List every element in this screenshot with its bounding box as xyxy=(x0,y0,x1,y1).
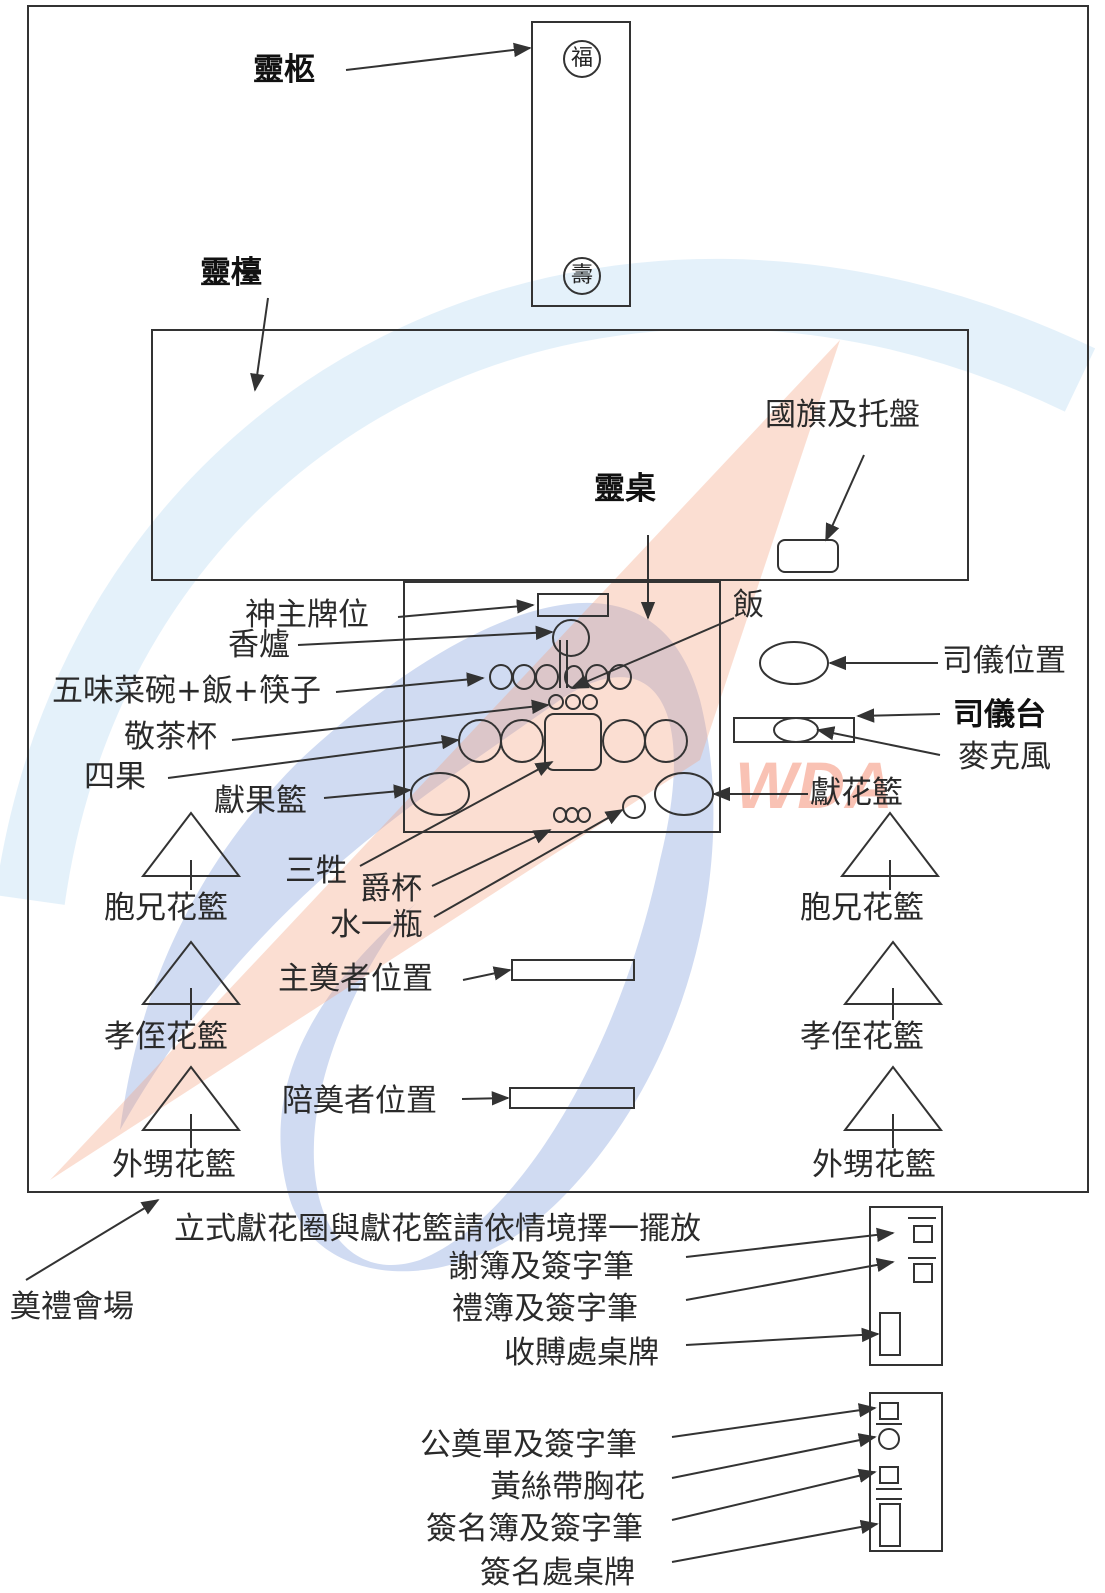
tea-cup xyxy=(548,694,564,710)
dish xyxy=(535,664,559,690)
desk-icon xyxy=(913,1263,933,1283)
leader-lines xyxy=(25,42,941,1563)
emcee-position-shape xyxy=(759,641,829,685)
label-microphone: 麥克風 xyxy=(958,739,1051,775)
tea-cup xyxy=(582,694,598,710)
label-yellow-ribbon: 黃絲帶胸花 xyxy=(490,1469,645,1505)
water-bottle-shape xyxy=(622,795,646,819)
wine-cup xyxy=(553,807,567,823)
seal-shou: 壽 xyxy=(563,257,601,295)
label-venue: 奠禮會場 xyxy=(10,1289,134,1325)
label-chief-mourner: 主奠者位置 xyxy=(278,961,433,997)
label-emcee-stand: 司儀台 xyxy=(953,697,1046,733)
desk-icon xyxy=(879,1466,899,1484)
incense-burner xyxy=(552,619,590,657)
label-nephew-basket-right: 孝侄花籃 xyxy=(800,1019,924,1055)
desk-icon xyxy=(878,1428,900,1450)
label-three-offerings: 三牲 xyxy=(285,853,347,889)
desk-icon xyxy=(879,1312,901,1356)
label-sibling-basket-left: 胞兄花籃 xyxy=(104,890,228,926)
label-tea-cups: 敬茶杯 xyxy=(124,719,217,755)
label-grandson-basket-left: 外甥花籃 xyxy=(112,1147,236,1183)
seal-fu: 福 xyxy=(563,40,601,78)
venue-outline xyxy=(27,5,1089,1193)
label-sibling-basket-right: 胞兄花籃 xyxy=(800,890,924,926)
flag-tray-rect xyxy=(777,539,839,573)
fruit xyxy=(644,719,688,763)
label-co-mourner: 陪奠者位置 xyxy=(282,1083,437,1119)
dish xyxy=(489,664,513,690)
tea-cup xyxy=(565,694,581,710)
desk-icon xyxy=(879,1503,901,1547)
emcee-stand-rect xyxy=(733,717,855,743)
label-gift-desk-sign: 收賻處桌牌 xyxy=(504,1335,659,1371)
label-altar: 靈桌 xyxy=(594,471,656,507)
desk-icon xyxy=(879,1402,899,1420)
label-flag-tray: 國旗及托盤 xyxy=(765,397,920,433)
label-five-dishes: 五味菜碗+飯+筷子 xyxy=(52,673,321,709)
label-flower-basket: 獻花籃 xyxy=(810,775,903,811)
coffin-rect xyxy=(531,21,631,307)
label-sign-book: 簽名簿及簽字筆 xyxy=(426,1511,643,1547)
watermark-orange-wedge xyxy=(50,340,840,1180)
label-coffin: 靈柩 xyxy=(253,52,315,88)
label-hall: 靈檯 xyxy=(200,255,262,291)
fruit xyxy=(500,719,544,763)
label-fruit-basket: 獻果籃 xyxy=(214,783,307,819)
label-rice: 飯 xyxy=(733,587,764,623)
watermark-text: WDA xyxy=(735,748,893,822)
label-gift-book: 禮簿及簽字筆 xyxy=(452,1291,638,1327)
dish xyxy=(608,664,632,690)
label-sign-desk-sign: 簽名處桌牌 xyxy=(480,1555,635,1591)
chief-mourner-rect xyxy=(511,959,635,981)
hall-rect xyxy=(151,329,969,581)
label-public-form: 公奠單及簽字筆 xyxy=(420,1427,637,1463)
three-offerings-plate xyxy=(544,713,602,771)
co-mourner-rect xyxy=(509,1087,635,1109)
label-nephew-basket-left: 孝侄花籃 xyxy=(104,1019,228,1055)
reception-desk-1 xyxy=(869,1206,943,1366)
fruit xyxy=(458,719,502,763)
dish xyxy=(512,664,536,690)
fruit-basket-shape xyxy=(410,772,470,816)
watermark-blue-swoosh xyxy=(120,602,714,1272)
label-wreath-note: 立式獻花圈與獻花籃請依情境擇一擺放 xyxy=(174,1211,701,1247)
flower-basket-shape xyxy=(654,772,714,816)
microphone-shape xyxy=(773,717,819,743)
wine-cup xyxy=(565,807,579,823)
label-wine-cups: 爵杯 xyxy=(360,871,422,907)
altar-rect xyxy=(403,581,721,833)
label-emcee-position: 司儀位置 xyxy=(942,643,1066,679)
label-thank-book: 謝簿及簽字筆 xyxy=(448,1249,634,1285)
fruit xyxy=(602,719,646,763)
label-grandson-basket-right: 外甥花籃 xyxy=(812,1147,936,1183)
label-water-bottle: 水一瓶 xyxy=(330,907,423,943)
label-four-fruits: 四果 xyxy=(84,759,146,795)
wine-cup xyxy=(577,807,591,823)
watermark-arc xyxy=(0,258,1096,905)
desk-icon xyxy=(913,1225,933,1243)
tablet-rect xyxy=(537,593,609,617)
label-tablet: 神主牌位 xyxy=(245,597,369,633)
label-incense: 香爐 xyxy=(228,627,290,663)
